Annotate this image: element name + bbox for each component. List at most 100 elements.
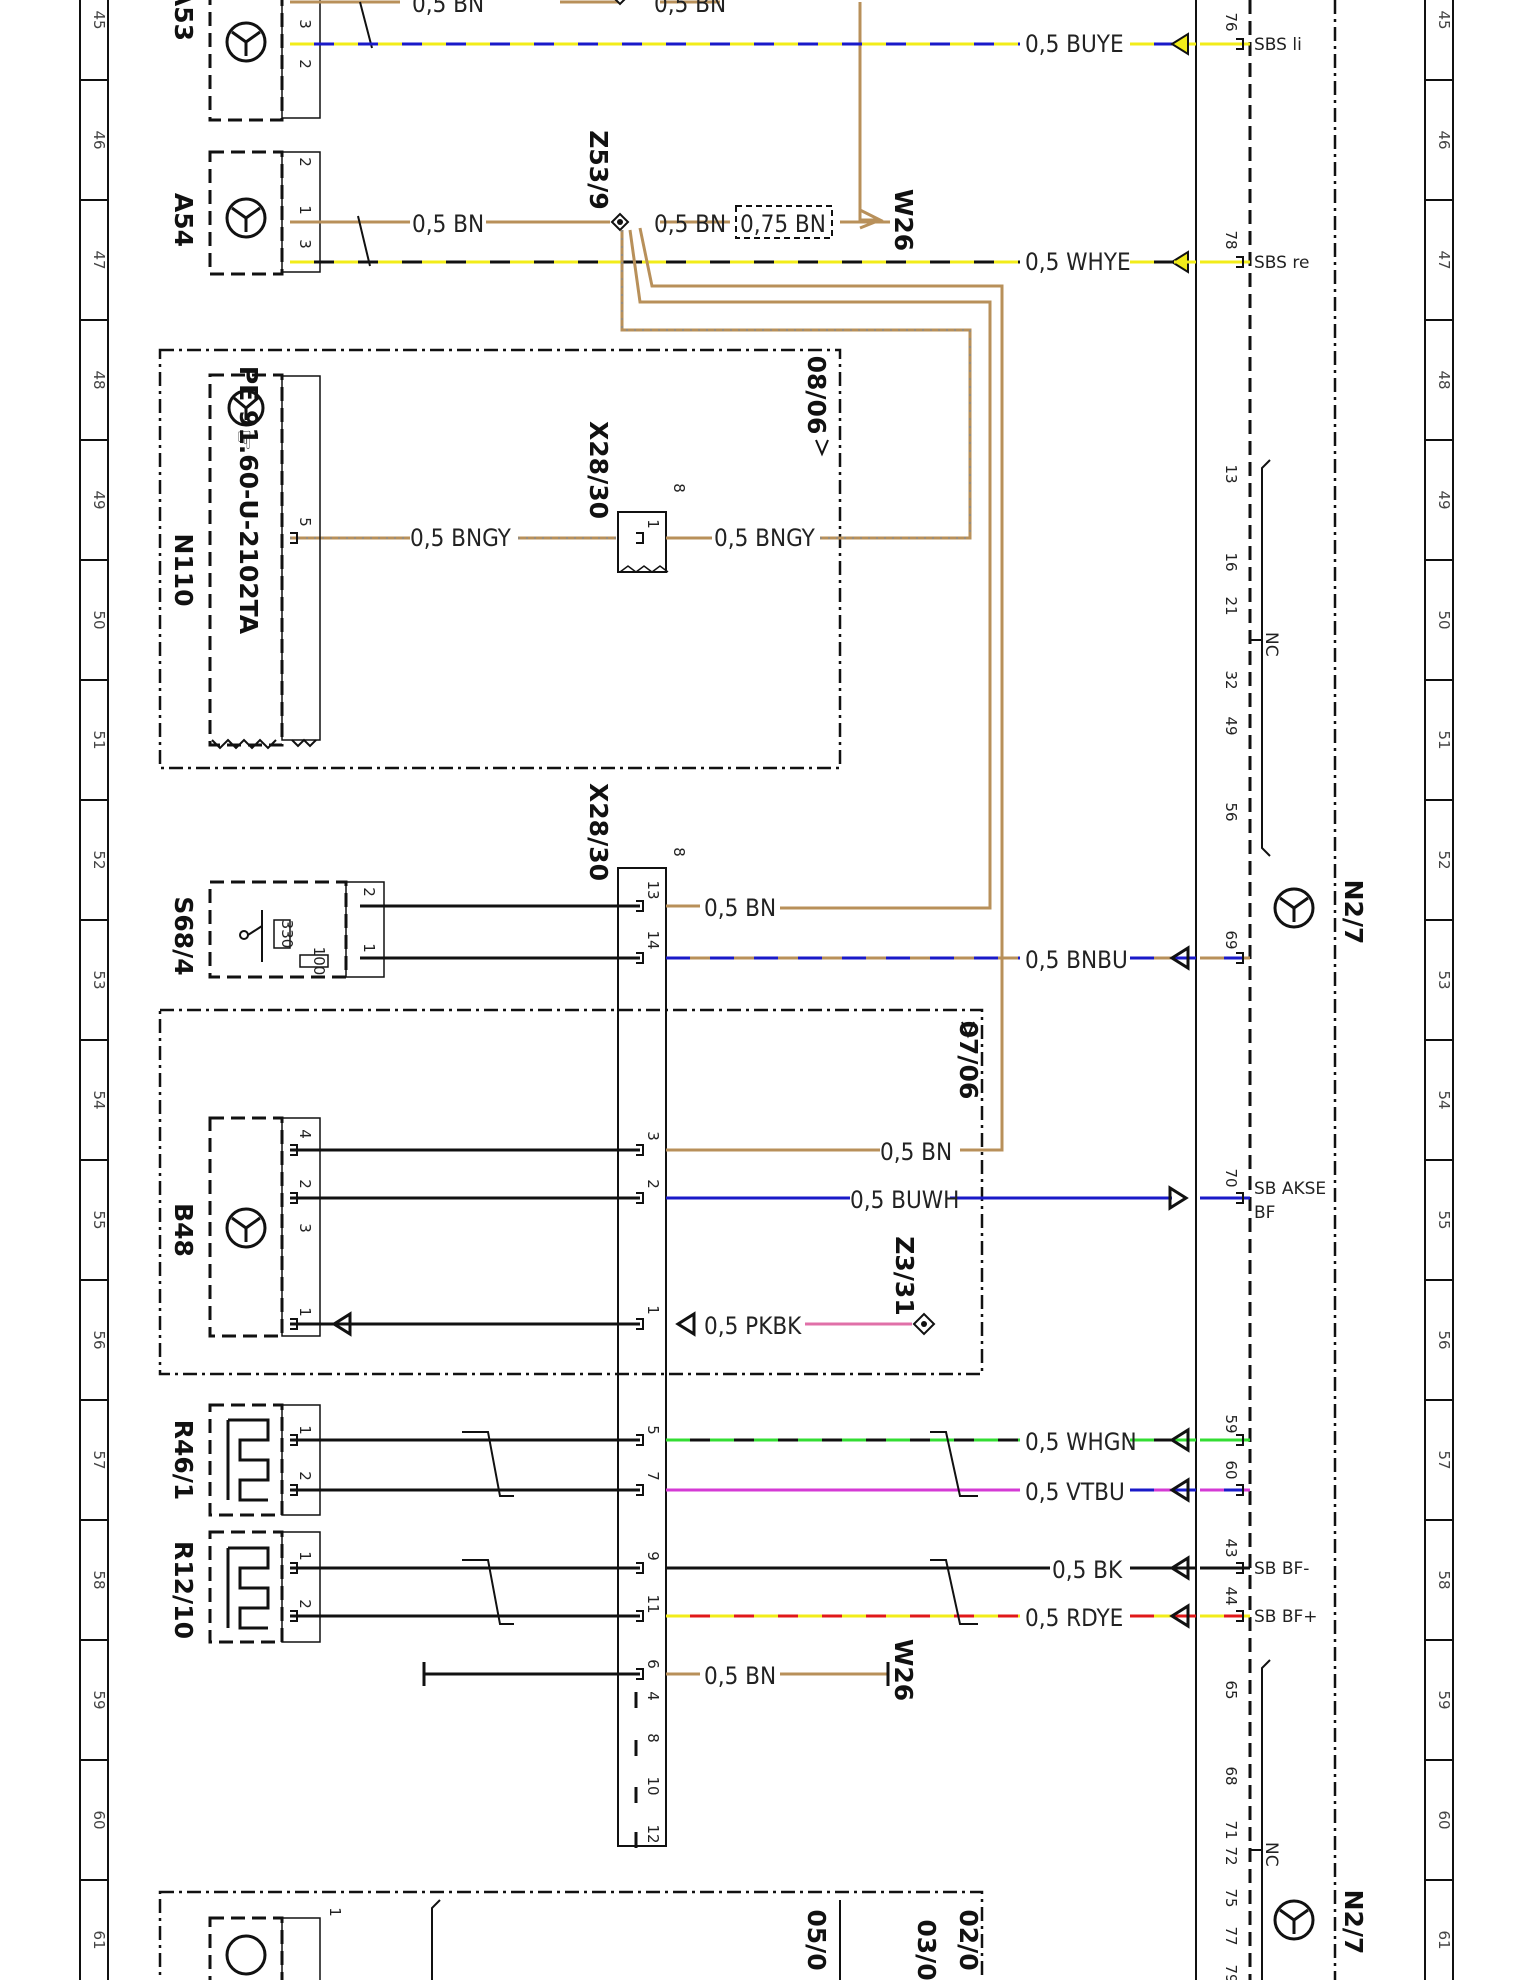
n2-pin-43: 43 (1222, 1538, 1240, 1557)
wire-label-b48_buwh: 0,5 BUWH (850, 1186, 959, 1214)
x28-pin-9: 9 (644, 1551, 662, 1561)
z3-31-label: Z3/31 (890, 1236, 919, 1315)
bottom-inner-box (208, 1916, 284, 1980)
x28-pin-7: 7 (644, 1471, 662, 1481)
n2-pin-60: 60 (1222, 1460, 1240, 1479)
left-row-ruler (79, 0, 109, 1980)
r46-1-label: R46/1 (169, 1420, 198, 1501)
row-number-right: 55 (1435, 1210, 1453, 1229)
n2-pin-21: 21 (1222, 596, 1240, 615)
wire-label-a54_bn2: 0,5 BN (654, 210, 726, 238)
x28-pin-4: 4 (644, 1691, 662, 1701)
wire-label-a53_2: 0,5 BN (654, 0, 726, 18)
signal-sb_bf_plus: SB BF+ (1254, 1607, 1318, 1627)
r12-10-label: R12/10 (169, 1541, 198, 1639)
row-number-right: 58 (1435, 1570, 1453, 1589)
wire-label-r12_rdye: 0,5 RDYE (1025, 1604, 1123, 1632)
n2-pin-69: 69 (1222, 930, 1240, 949)
x28-30-small-break (619, 565, 669, 573)
wire-label-n110_l: 0,5 BNGY (410, 524, 512, 552)
row-number-left: 55 (90, 1210, 108, 1229)
row-number-right: 46 (1435, 130, 1453, 149)
x28-pin-3: 3 (644, 1131, 662, 1141)
wire-label-a54_bn: 0,5 BN (412, 210, 484, 238)
revision-02: 02/0 (954, 1909, 983, 1970)
x28-pin-2: 2 (644, 1179, 662, 1189)
a53-label: A53 (169, 0, 198, 41)
x28-pin-1: 1 (644, 1305, 662, 1315)
bottom-sensor-icon (225, 1934, 267, 1976)
x28-pin-14: 14 (644, 930, 662, 949)
wire-label-b48_bn: 0,5 BN (880, 1138, 952, 1166)
row-number-right: 49 (1435, 490, 1453, 509)
row-number-left: 45 (90, 10, 108, 29)
a54-pin-2: 2 (296, 157, 314, 167)
b48-pin-strip (281, 1117, 321, 1337)
revision-08-06: 08/06 (802, 356, 831, 435)
row-number-right: 53 (1435, 970, 1453, 989)
row-number-right: 51 (1435, 730, 1453, 749)
row-number-left: 48 (90, 370, 108, 389)
n2-pin-70: 70 (1222, 1168, 1240, 1187)
r12-pin-2: 2 (296, 1599, 314, 1609)
row-number-left: 57 (90, 1450, 108, 1469)
wire-label-a53_1: 0,5 BN (412, 0, 484, 18)
wire-layer (211, 0, 1271, 1980)
s68-resistor-330: 330 (278, 920, 296, 949)
s68-4-pin-strip (345, 881, 385, 978)
a54-pin-strip (281, 151, 321, 273)
row-number-left: 56 (90, 1330, 108, 1349)
revision-05: 05/0 (802, 1909, 831, 1970)
row-number-left: 54 (90, 1090, 108, 1109)
x28-pin-8: 8 (670, 847, 688, 857)
row-number-right: 60 (1435, 1810, 1453, 1829)
row-number-left: 61 (90, 1930, 108, 1949)
a53-sensor-icon (225, 21, 267, 63)
b48-label: B48 (169, 1203, 198, 1257)
row-number-right: 57 (1435, 1450, 1453, 1469)
n2-pin-76: 76 (1222, 12, 1240, 31)
revision-03: 03/0 (912, 1919, 941, 1980)
n2-pin-75: 75 (1222, 1888, 1240, 1907)
s68-resistor-100: 100 (310, 947, 328, 976)
row-number-left: 53 (90, 970, 108, 989)
n2-7-label-bottom: N2/7 (1339, 1890, 1368, 1955)
n2-pin-56: 56 (1222, 802, 1240, 821)
x28-pin-5: 5 (644, 1425, 662, 1435)
row-number-right: 52 (1435, 850, 1453, 869)
a54-pin-1: 1 (296, 205, 314, 215)
row-number-left: 50 (90, 610, 108, 629)
r12-10-heater-icon (226, 1546, 270, 1630)
row-number-left: 49 (90, 490, 108, 509)
signal-sb_bf_minus: SB BF- (1254, 1559, 1309, 1579)
signal-sb_akse: SB AKSE (1254, 1179, 1326, 1199)
row-number-left: 47 (90, 250, 108, 269)
signal-nc2: NC (1261, 1842, 1281, 1867)
n2-pin-79: 79 (1222, 1964, 1240, 1980)
ruler-ticks (80, 79, 1453, 1881)
r12-10-pin-strip (281, 1531, 321, 1643)
row-number-right: 48 (1435, 370, 1453, 389)
x28-30-bottom-label: X28/30 (584, 783, 613, 881)
s68-4-switch-icon (239, 910, 329, 968)
n2-pin-16: 16 (1222, 552, 1240, 571)
right-row-ruler (1424, 0, 1454, 1980)
r46-pin-1: 1 (296, 1425, 314, 1435)
n110-pin-5: 5 (296, 517, 314, 527)
wire-label-r46_whgn: 0,5 WHGN (1025, 1428, 1137, 1456)
wire-label-r12_bk: 0,5 BK (1052, 1556, 1123, 1584)
n2-pin-71: 71 (1222, 1820, 1240, 1839)
n2-pin-44: 44 (1222, 1586, 1240, 1605)
n2-7-control-unit-icon-2 (1273, 1899, 1315, 1941)
a53-pin-2: 2 (296, 59, 314, 69)
row-number-left: 60 (90, 1810, 108, 1829)
x28-pin-13: 13 (644, 880, 662, 899)
n2-7-label: N2/7 (1339, 880, 1368, 945)
x28-pin-10: 10 (644, 1776, 662, 1795)
b48-outer-box (158, 1008, 984, 1376)
w26-bottom-label: W26 (889, 1639, 918, 1701)
wire-label-s68_bn: 0,5 BN (704, 894, 776, 922)
n110-sensor-icon (227, 389, 265, 427)
wire-label-n110_r: 0,5 BNGY (714, 524, 816, 552)
